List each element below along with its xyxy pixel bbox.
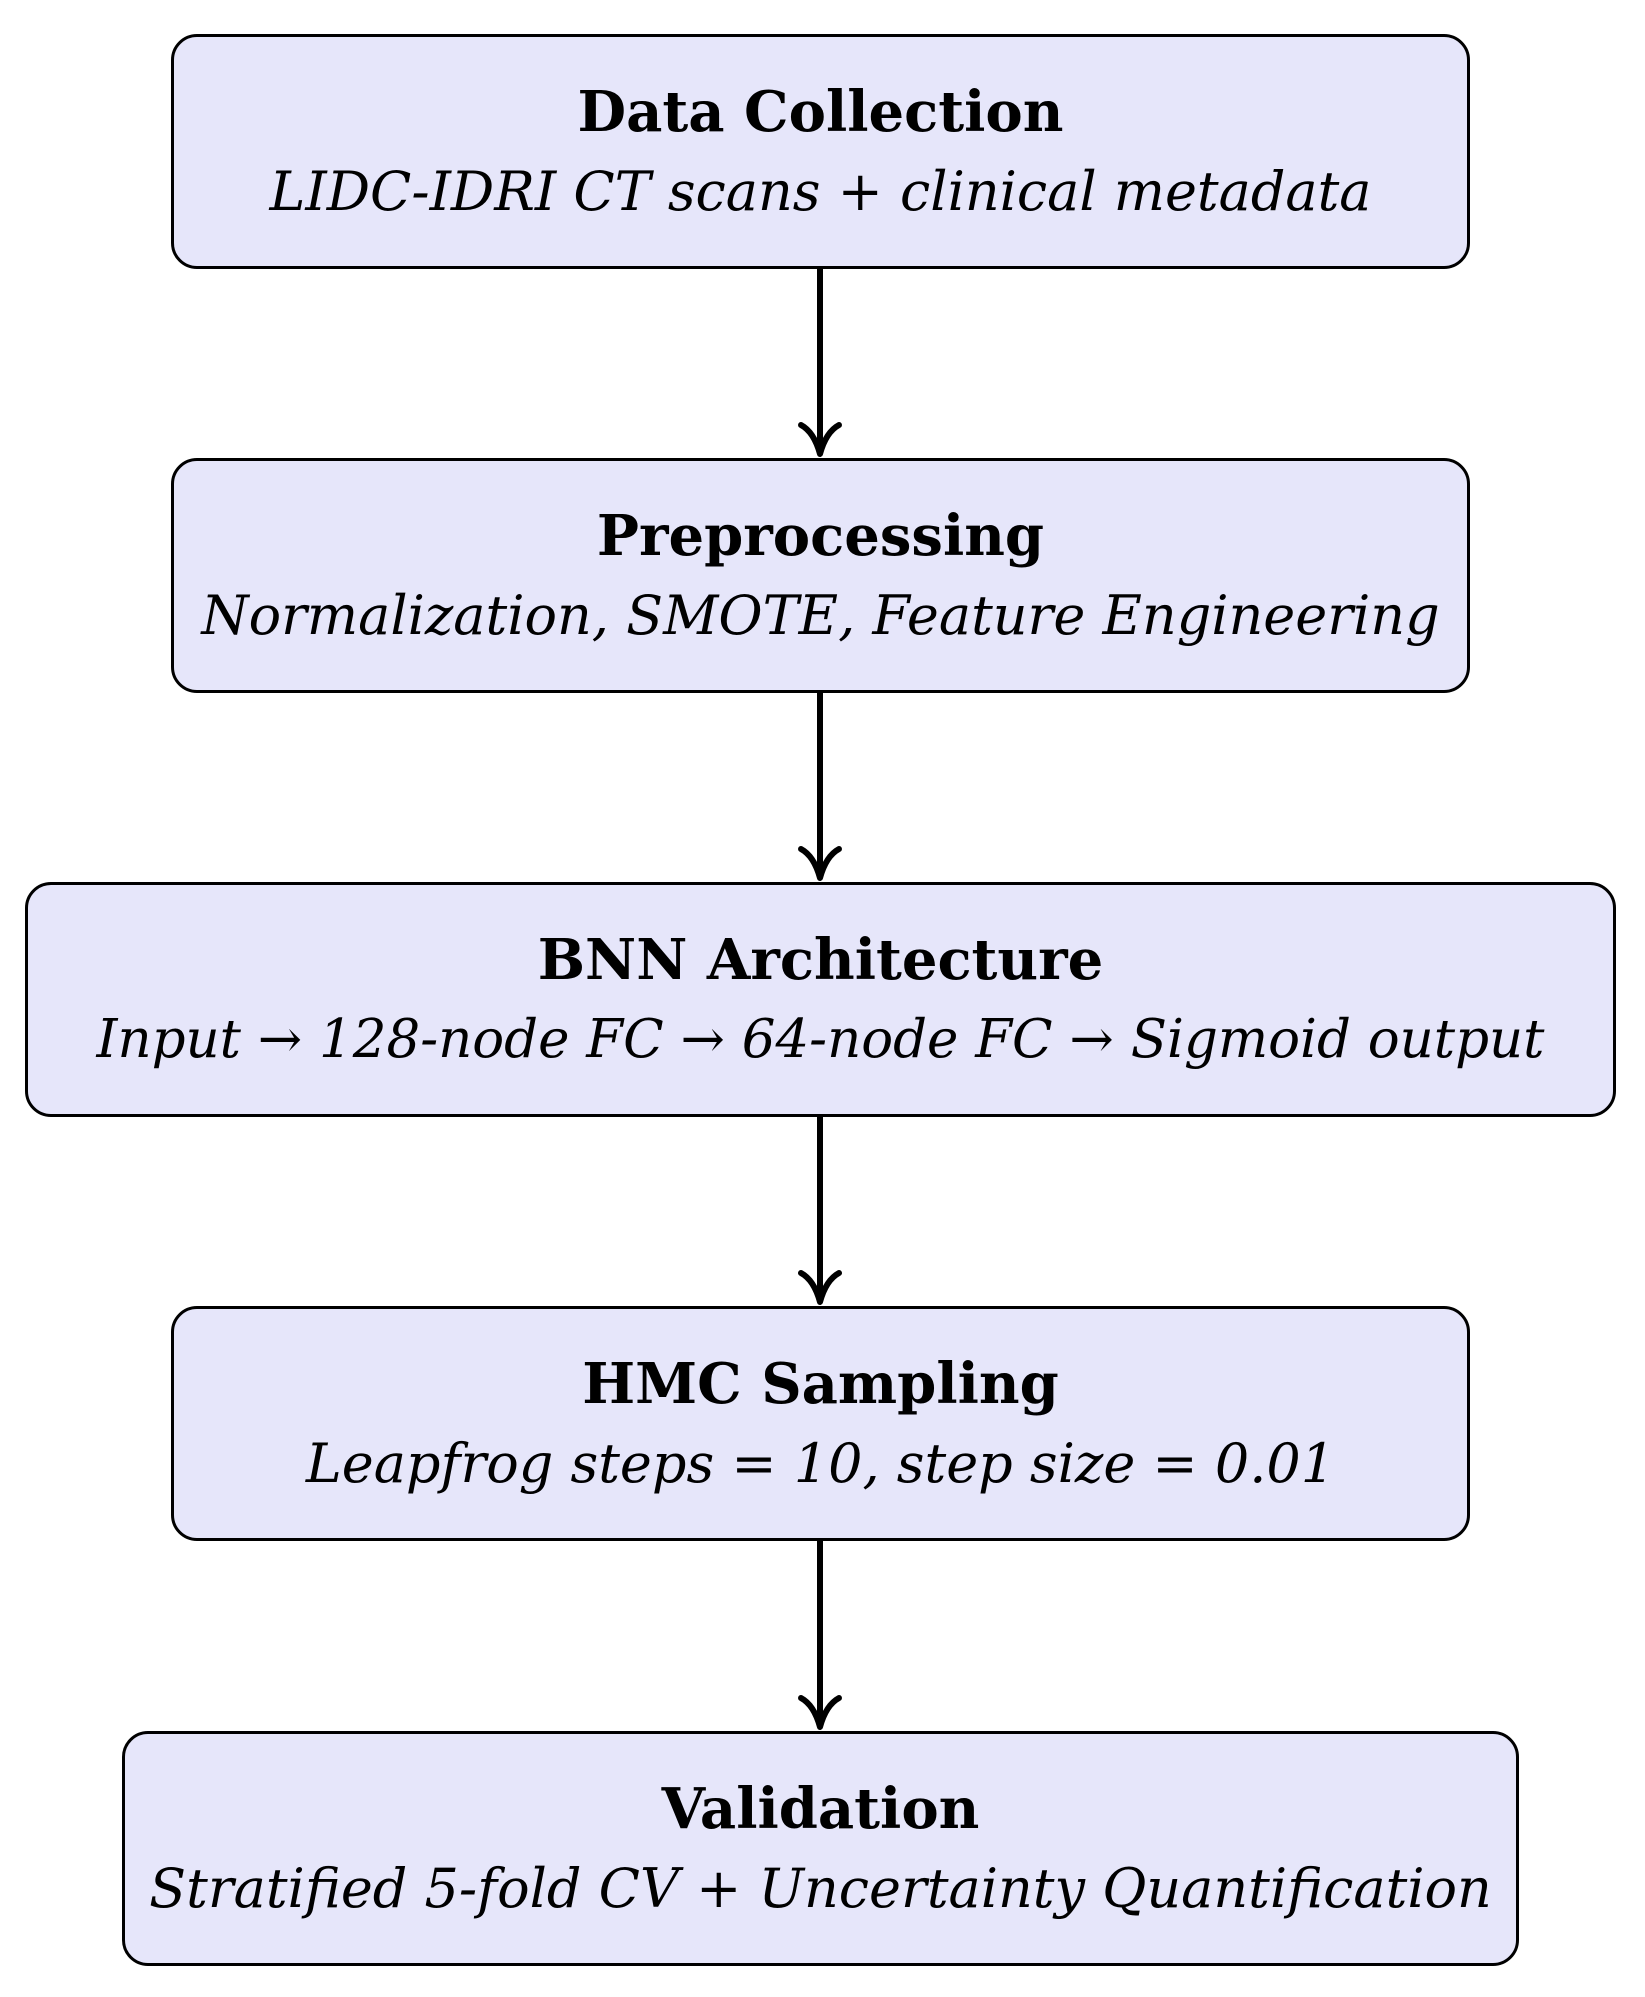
arrow-preprocessing-to-bnn-architecture xyxy=(798,693,842,881)
node-subtitle: LIDC-IDRI CT scans + clinical metadata xyxy=(269,159,1372,223)
arrow-bnn-architecture-to-hmc-sampling xyxy=(798,1117,842,1305)
node-title: BNN Architecture xyxy=(537,926,1104,993)
node-title: Preprocessing xyxy=(596,502,1045,569)
node-title: HMC Sampling xyxy=(582,1350,1059,1417)
node-data-collection: Data Collection LIDC-IDRI CT scans + cli… xyxy=(171,34,1470,269)
node-validation: Validation Stratified 5-fold CV + Uncert… xyxy=(122,1731,1519,1966)
arrow-data-collection-to-preprocessing xyxy=(798,269,842,457)
node-bnn-architecture: BNN Architecture Input → 128-node FC → 6… xyxy=(25,882,1616,1117)
node-title: Validation xyxy=(661,1775,980,1842)
arrow-hmc-sampling-to-validation xyxy=(798,1541,842,1730)
node-title: Data Collection xyxy=(577,78,1064,145)
node-subtitle: Leapfrog steps = 10, step size = 0.01 xyxy=(305,1431,1336,1495)
node-subtitle: Input → 128-node FC → 64-node FC → Sigmo… xyxy=(96,1008,1545,1070)
node-preprocessing: Preprocessing Normalization, SMOTE, Feat… xyxy=(171,458,1470,693)
node-subtitle: Stratified 5-fold CV + Uncertainty Quant… xyxy=(149,1856,1492,1920)
node-hmc-sampling: HMC Sampling Leapfrog steps = 10, step s… xyxy=(171,1306,1470,1541)
node-subtitle: Normalization, SMOTE, Feature Engineerin… xyxy=(201,583,1440,647)
